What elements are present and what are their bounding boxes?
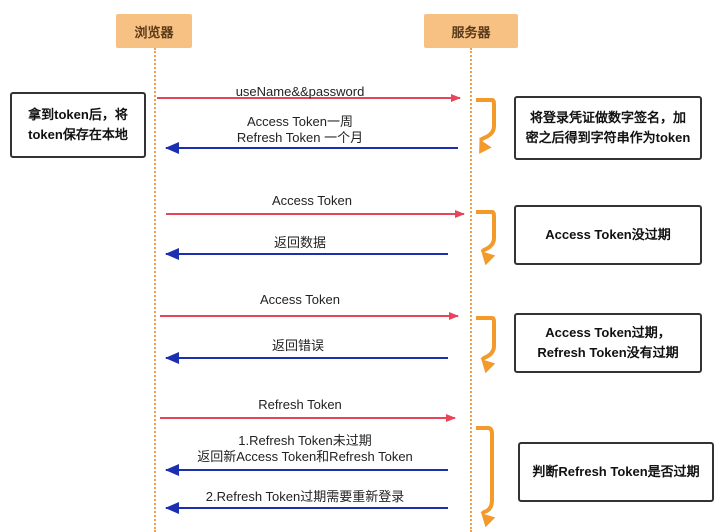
note-client-store-line1: 拿到token后，将 [28,107,128,122]
note-client-store: 拿到token后，将 token保存在本地 [10,92,146,158]
bracket-login [476,98,496,154]
bracket-refresh [476,426,496,528]
bracket-expired [476,316,496,374]
note-server-sign-line2: 密之后得到字符串作为token [525,130,691,145]
msg-request-3: Refresh Token [258,397,342,412]
msg-response-3b: 2.Refresh Token过期需要重新登录 [205,489,405,504]
note-access-expired: Access Token过期， Refresh Token没有过期 [514,313,702,373]
msg-response-1: 返回数据 [273,235,326,250]
note-server-sign-line1: 将登录凭证做数字签名，加 [529,110,686,125]
msg-login-request: useName&&password [235,84,365,99]
note-access-expired-line2: Refresh Token没有过期 [537,345,679,360]
msg-response-2: 返回错误 [271,338,324,353]
note-client-store-line2: token保存在本地 [28,127,128,142]
note-check-refresh: 判断Refresh Token是否过期 [518,442,714,502]
note-server-sign: 将登录凭证做数字签名，加 密之后得到字符串作为token [514,96,702,160]
msg-request-1: Access Token [272,193,352,208]
browser-lifeline [154,48,156,532]
note-not-expired: Access Token没过期 [514,205,702,265]
msg-response-3a: 1.Refresh Token未过期 返回新Access Token和Refre… [175,433,435,465]
msg-response-3a-line2: 返回新Access Token和Refresh Token [197,449,413,464]
browser-actor-label: 浏览器 [134,24,174,40]
msg-response-3a-line1: 1.Refresh Token未过期 [238,433,372,448]
msg-login-response-line1: Access Token一周 [247,114,353,129]
note-access-expired-line1: Access Token过期， [545,325,671,340]
browser-actor: 浏览器 [116,14,192,48]
msg-login-response: Access Token一周 Refresh Token 一个月 [200,114,400,146]
server-lifeline [470,48,472,532]
server-actor: 服务器 [424,14,518,48]
server-actor-label: 服务器 [451,24,491,40]
msg-request-2: Access Token [260,292,340,307]
msg-login-response-line2: Refresh Token 一个月 [236,130,364,145]
bracket-valid [476,210,496,266]
